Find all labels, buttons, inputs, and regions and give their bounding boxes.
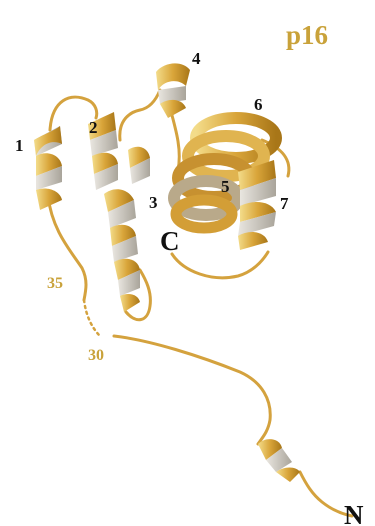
helix-label-4: 4 [192,49,201,68]
helix-4 [156,63,190,118]
n-terminal-helix [258,439,300,482]
residue-label-30: 30 [88,347,104,364]
helix-2-3 [88,112,150,312]
residue-label-35: 35 [47,275,63,292]
helix-label-7: 7 [280,194,289,213]
helix-label-3: 3 [149,193,158,212]
helix-1 [34,126,62,210]
figure-title: p16 [286,20,328,50]
helix-label-5: 5 [221,177,230,196]
helix-7 [238,160,276,250]
c-terminus-label: C [160,226,180,256]
helix-label-2: 2 [89,118,98,137]
helix-label-1: 1 [15,136,24,155]
n-terminus-label: N [344,500,364,526]
disordered-segment [84,300,100,336]
helix-label-6: 6 [254,95,263,114]
